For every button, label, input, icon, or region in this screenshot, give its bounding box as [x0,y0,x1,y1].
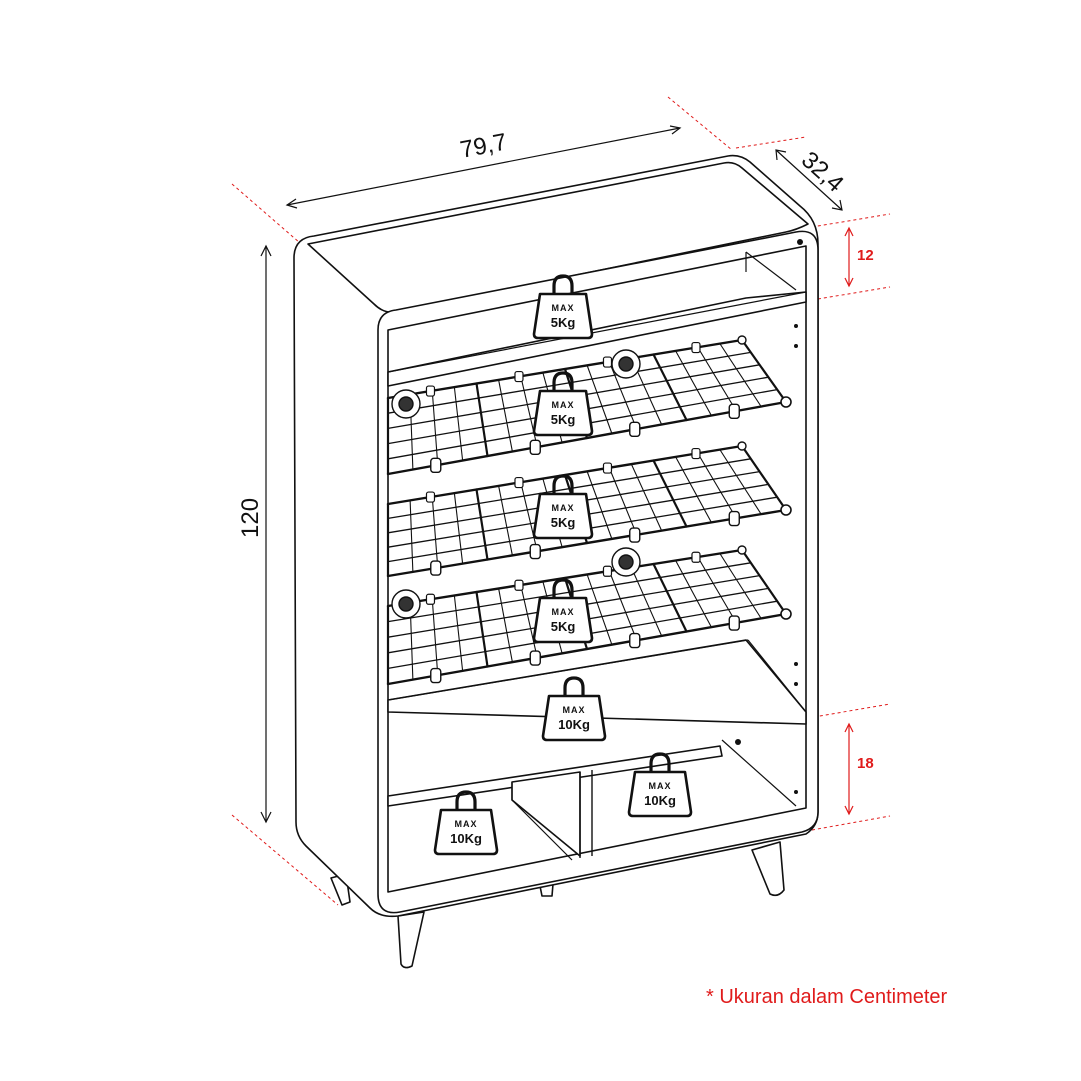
weight-badge-rack2: MAX 5Kg [532,474,594,540]
top-gap-dimension [844,226,854,288]
cabinet-legs [330,841,785,969]
svg-text:MAX: MAX [649,781,672,791]
top-surface [307,161,809,314]
extension-lines [231,96,891,906]
svg-text:10Kg: 10Kg [644,793,676,808]
top-shelf [387,291,807,387]
width-label: 79,7 [458,128,509,163]
svg-text:MAX: MAX [552,303,575,313]
weight-badges: MAX5KgMAX5KgMAX5KgMAX5KgMAX10KgMAX10KgMA… [433,274,693,856]
svg-text:10Kg: 10Kg [558,717,590,732]
bottom-gap-label: 18 [857,755,874,772]
top-gap-label: 12 [857,247,874,264]
height-dimension [260,244,272,824]
weight-badge-lower-shelf: MAX 10Kg [541,676,607,742]
shelf-pin-holes [735,239,803,794]
svg-text:MAX: MAX [552,400,575,410]
svg-text:5Kg: 5Kg [551,515,576,530]
depth-label: 32,4 [796,146,849,197]
svg-text:5Kg: 5Kg [551,315,576,330]
depth-dimension [775,149,843,211]
weight-badge-rack3: MAX 5Kg [532,578,594,644]
svg-text:MAX: MAX [552,503,575,513]
svg-text:5Kg: 5Kg [551,412,576,427]
weight-badge-bottom-left: MAX 10Kg [433,790,499,856]
svg-text:5Kg: 5Kg [551,619,576,634]
weight-badge-rack1: MAX 5Kg [532,371,594,437]
height-label: 120 [237,498,264,538]
weight-badge-bottom-right: MAX 10Kg [627,752,693,818]
width-dimension [285,125,682,209]
svg-text:MAX: MAX [552,607,575,617]
rack-brackets [391,349,641,619]
weight-badge-top-shelf: MAX 5Kg [532,274,594,340]
unit-note: * Ukuran dalam Centimeter [706,986,948,1008]
svg-text:MAX: MAX [455,819,478,829]
svg-text:MAX: MAX [563,705,586,715]
svg-text:10Kg: 10Kg [450,831,482,846]
bottom-gap-dimension [844,722,854,816]
